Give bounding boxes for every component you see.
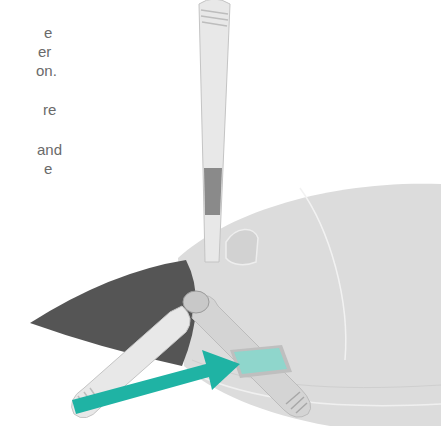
text-fragment: er [38,43,51,61]
text-fragment: and [37,141,62,159]
text-fragment: on. [36,62,57,80]
blade-tip-stripes [201,10,228,26]
blade-shank [204,168,222,215]
cowling-seam [190,372,441,406]
text-fragment: e [44,24,52,42]
propeller-hub [183,291,209,313]
air-intake [226,229,258,264]
blade-tip-stripes [286,392,307,413]
text-fragment: re [43,101,56,119]
panel-frame [230,345,292,378]
pointer-arrow [72,350,240,414]
text-fragment: e [44,160,52,178]
access-panel [234,348,287,374]
cowling-seam [300,188,346,360]
propeller-blade [199,0,230,262]
